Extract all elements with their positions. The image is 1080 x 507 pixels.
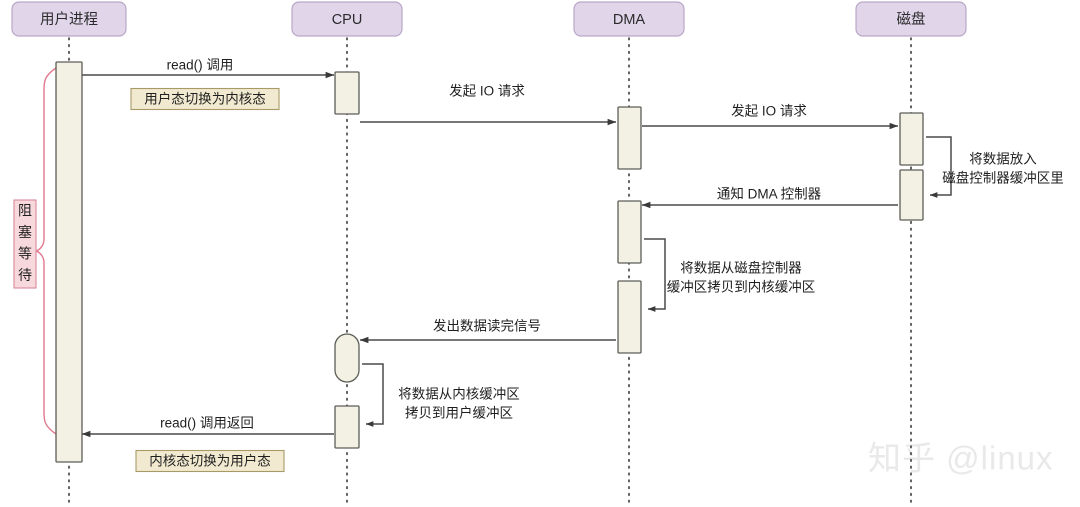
message-m5: 发出数据读完信号 xyxy=(359,319,616,344)
participant-box-cpu[interactable] xyxy=(291,1,403,37)
message-label-m5: 发出数据读完信号 xyxy=(433,319,541,334)
self-message-line: 将数据放入 xyxy=(969,151,1037,166)
self-message-path-s1 xyxy=(926,136,952,198)
message-m1: read() 调用 xyxy=(82,58,335,79)
participant-disk[interactable]: 磁盘 xyxy=(855,1,967,37)
activation-bar-dma-5 xyxy=(617,200,642,264)
note-n1: 用户态切换为内核态 xyxy=(130,87,280,111)
blocking-brace-layer xyxy=(34,67,57,435)
note-box-n1 xyxy=(130,87,280,111)
participant-box-user[interactable] xyxy=(11,1,127,37)
note-label-n2: 内核态切换为用户态 xyxy=(149,453,271,469)
activations-layer xyxy=(55,61,924,463)
activation-bar-disk-8 xyxy=(899,169,924,221)
note-n2: 内核态切换为用户态 xyxy=(135,449,285,473)
self-message-s3: 将数据从内核缓冲区拷贝到用户缓冲区 xyxy=(362,363,520,427)
message-label-m1: read() 调用 xyxy=(167,58,234,73)
self-message-s1: 将数据放入磁盘控制器缓冲区里 xyxy=(926,136,1064,198)
message-label-m2: 发起 IO 请求 xyxy=(449,84,525,99)
activation-bar-dma-4 xyxy=(617,106,642,170)
self-message-label-s3: 将数据从内核缓冲区拷贝到用户缓冲区 xyxy=(398,386,520,420)
self-message-line: 将数据从磁盘控制器 xyxy=(680,259,802,275)
self-message-line: 拷贝到用户缓冲区 xyxy=(405,404,513,420)
activation-bar-cpu-3 xyxy=(334,405,360,449)
blocking-wait-char: 待 xyxy=(18,267,32,283)
activation-bar-cpu-2 xyxy=(334,333,360,383)
message-m3: 发起 IO 请求 xyxy=(642,104,899,130)
message-m6: read() 调用返回 xyxy=(81,416,334,438)
blocking-brace xyxy=(34,67,57,435)
blocking-wait-char: 等 xyxy=(18,246,32,262)
message-m4: 通知 DMA 控制器 xyxy=(641,186,898,209)
activation-bar-user-0 xyxy=(55,61,83,463)
blocking-wait-char: 塞 xyxy=(18,224,32,240)
participant-label-dma: DMA xyxy=(613,12,646,28)
message-label-m6: read() 调用返回 xyxy=(160,416,254,431)
activation-bar-cpu-1 xyxy=(334,71,360,115)
self-message-path-s3 xyxy=(362,363,384,427)
blocking-wait-box xyxy=(13,199,37,289)
participant-dma[interactable]: DMA xyxy=(573,1,685,37)
participant-label-disk: 磁盘 xyxy=(897,10,926,28)
participant-label-user: 用户进程 xyxy=(40,11,98,28)
self-message-label-s2: 将数据从磁盘控制器缓冲区拷贝到内核缓冲区 xyxy=(667,259,816,294)
message-label-m4: 通知 DMA 控制器 xyxy=(717,186,822,202)
note-box-n2 xyxy=(135,449,285,473)
self-message-label-s1: 将数据放入磁盘控制器缓冲区里 xyxy=(942,151,1064,185)
self-message-path-s2 xyxy=(644,238,666,312)
self-message-line: 将数据从内核缓冲区 xyxy=(398,386,520,401)
watermark-layer: 知乎 @linux xyxy=(868,440,1054,477)
message-label-m3: 发起 IO 请求 xyxy=(731,104,807,119)
self-message-line: 磁盘控制器缓冲区里 xyxy=(942,169,1064,185)
blocking-wait-char: 阻 xyxy=(18,203,32,219)
self-message-line: 缓冲区拷贝到内核缓冲区 xyxy=(667,279,816,294)
self-messages-layer: 将数据放入磁盘控制器缓冲区里将数据从磁盘控制器缓冲区拷贝到内核缓冲区将数据从内核… xyxy=(362,136,1064,427)
participant-box-dma[interactable] xyxy=(573,1,685,37)
participant-user[interactable]: 用户进程 xyxy=(11,1,127,37)
self-message-s2: 将数据从磁盘控制器缓冲区拷贝到内核缓冲区 xyxy=(644,238,816,312)
participant-cpu[interactable]: CPU xyxy=(291,1,403,37)
activation-bar-disk-7 xyxy=(899,112,924,166)
activation-bar-dma-6 xyxy=(617,280,642,354)
note-label-n1: 用户态切换为内核态 xyxy=(144,91,266,107)
participant-box-disk[interactable] xyxy=(855,1,967,37)
participant-label-cpu: CPU xyxy=(332,12,363,28)
message-m2: 发起 IO 请求 xyxy=(360,84,617,126)
watermark-zhihu-linux: 知乎 @linux xyxy=(868,440,1054,477)
participants-layer: 用户进程 CPU DMA 磁盘 xyxy=(11,1,967,37)
